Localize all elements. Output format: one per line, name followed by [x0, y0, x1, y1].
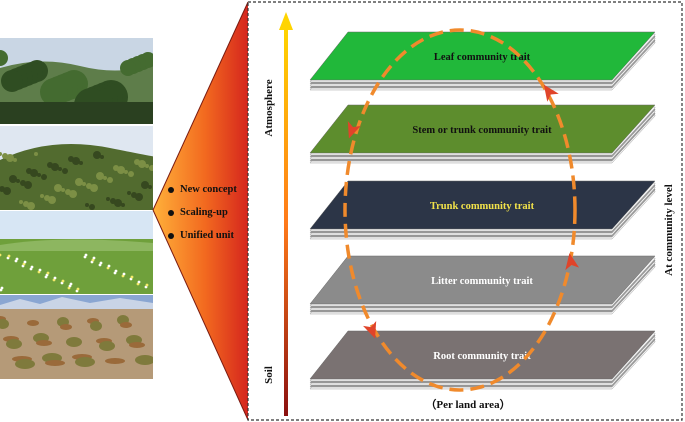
cycle-arrow-icon [565, 253, 580, 271]
trait-layer-label: Leaf community trait [434, 52, 531, 63]
concept-item-label: Unified unit [180, 230, 234, 241]
community-level-label: At community level [663, 184, 675, 276]
concept-item: Scaling-up [168, 201, 237, 224]
soil-label: Soil [263, 366, 275, 384]
desert-photo [0, 295, 153, 379]
concept-list: New concept Scaling-up Unified unit [168, 178, 237, 247]
cycle-arrow-icon [363, 321, 377, 339]
concept-item: New concept [168, 178, 237, 201]
cycle-arrow-icon [543, 84, 559, 102]
trait-layer: Root community trait [309, 330, 656, 390]
trait-layer-surface [309, 255, 656, 305]
trait-layer-label: Trunk community trait [430, 201, 535, 212]
trait-layer-surface [309, 104, 656, 154]
grassland-photo [0, 211, 153, 294]
expansion-fan [153, 2, 248, 420]
trait-layer-surface [309, 31, 656, 81]
trait-layer-surface [309, 180, 656, 230]
vertical-axis-bar [284, 28, 288, 416]
bullet-dot-icon [168, 232, 174, 239]
forest-photo [0, 38, 153, 124]
bullet-dot-icon [168, 209, 174, 216]
nutrient-cycle [343, 28, 580, 392]
shrubland-photo [0, 126, 153, 210]
trait-layer-label: Stem or trunk community trait [412, 125, 552, 136]
bullet-dot-icon [168, 186, 174, 193]
trait-layer-label: Root community trait [433, 351, 531, 362]
trait-layer-surface [309, 330, 656, 380]
trait-layer: Litter community trait [309, 255, 656, 315]
concept-item-label: New concept [180, 184, 237, 195]
trait-layer: Trunk community trait [309, 180, 656, 240]
trait-layer-label: Litter community trait [431, 276, 533, 287]
concept-item: Unified unit [168, 224, 237, 247]
trait-layer: Leaf community trait [309, 31, 656, 91]
cycle-loop [343, 28, 577, 392]
trait-layer: Stem or trunk community trait [309, 104, 656, 164]
atmosphere-label: Atmosphere [263, 79, 275, 136]
axis-arrow-up [279, 12, 293, 30]
per-land-area-label: （Per land area） [425, 398, 510, 411]
cycle-arrow-icon [347, 121, 361, 139]
concept-item-label: Scaling-up [180, 207, 228, 218]
